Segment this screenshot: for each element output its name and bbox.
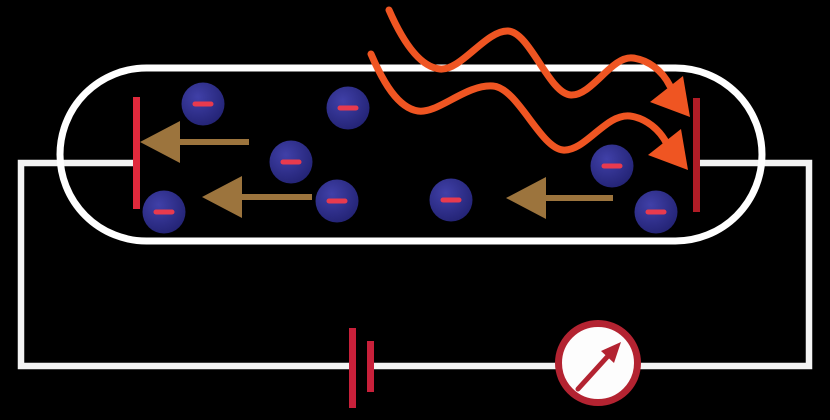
light-wave	[385, 6, 690, 117]
wave-line	[385, 6, 674, 99]
arrow-shaft	[178, 139, 249, 145]
ammeter	[555, 320, 641, 406]
meter-dial	[555, 320, 641, 406]
electron	[142, 190, 186, 234]
meter-needle-head	[601, 342, 621, 363]
electrodes	[133, 97, 700, 212]
minus-sign	[337, 105, 359, 111]
electron	[181, 82, 225, 126]
wave-arrow-head	[648, 129, 688, 170]
left-electrode	[133, 97, 140, 209]
minus-sign	[326, 198, 348, 204]
electron-motion-arrow	[202, 176, 312, 218]
electron	[634, 190, 678, 234]
minus-sign	[192, 101, 214, 107]
electron-motion-arrow	[506, 177, 613, 219]
wave-line	[367, 50, 671, 154]
arrow-head	[506, 177, 546, 219]
electron	[326, 86, 370, 130]
electron	[429, 178, 473, 222]
arrow-shaft	[544, 195, 613, 201]
arrow-head	[140, 121, 180, 163]
arrow-head	[202, 176, 242, 218]
minus-sign	[440, 197, 462, 203]
vacuum-tube	[56, 64, 766, 245]
incident-light-waves	[367, 6, 690, 170]
electron	[269, 140, 313, 184]
left-electrode-lead	[17, 159, 352, 370]
battery	[349, 328, 374, 408]
electron	[590, 144, 634, 188]
meter-needle	[575, 353, 611, 392]
minus-sign	[601, 163, 623, 169]
minus-sign	[280, 159, 302, 165]
minus-sign	[645, 209, 667, 215]
battery-plate-short	[367, 341, 374, 392]
electron-motion-arrow	[140, 121, 249, 163]
electron-motion-arrows	[140, 121, 613, 219]
wave-arrow-head	[650, 76, 690, 117]
right-electrode	[693, 98, 700, 212]
electron	[315, 179, 359, 223]
vacuum-tube-envelope	[56, 64, 766, 245]
arrow-shaft	[240, 194, 312, 200]
minus-sign	[153, 209, 175, 215]
light-wave	[367, 50, 688, 170]
battery-plate-long	[349, 328, 356, 408]
electrons	[142, 82, 678, 234]
